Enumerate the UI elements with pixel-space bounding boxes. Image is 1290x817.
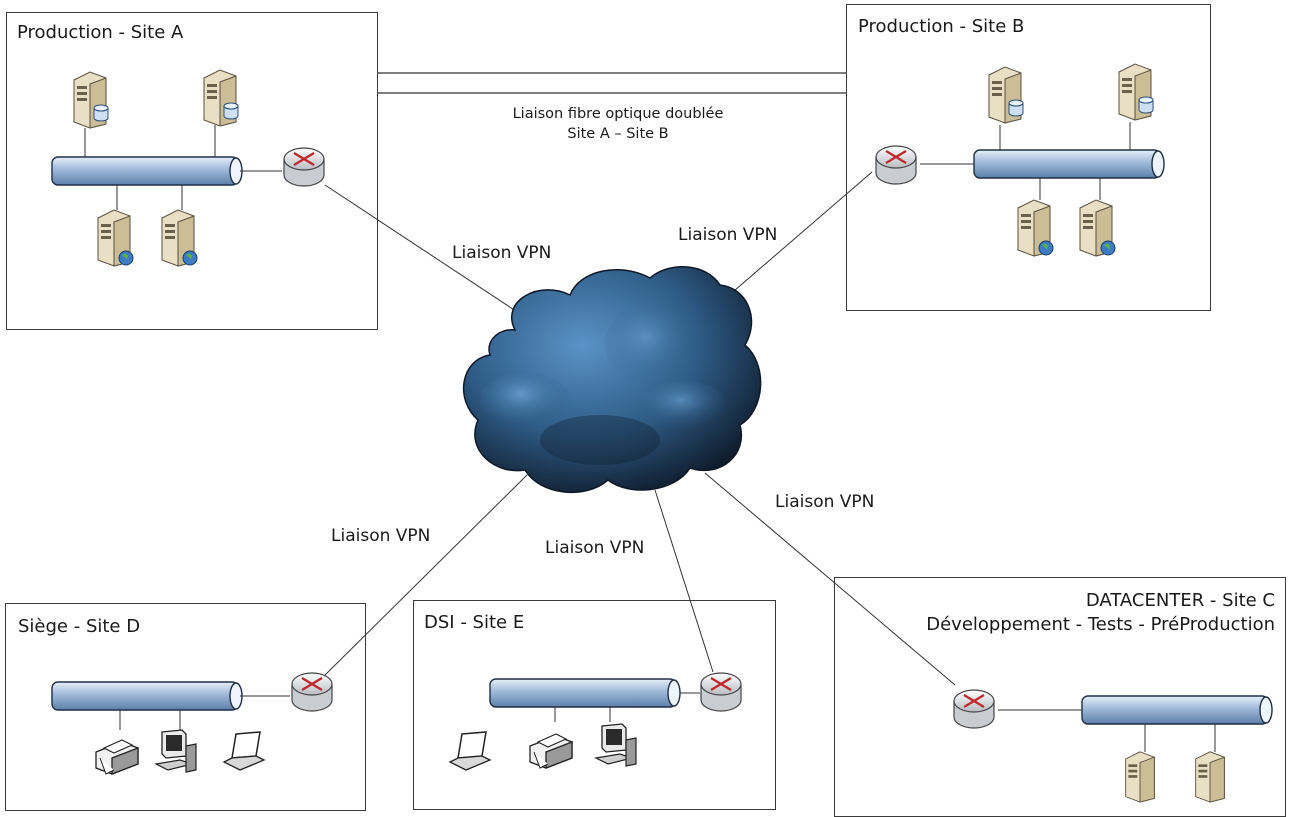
server-icon	[1125, 751, 1155, 803]
router-icon	[283, 147, 325, 187]
cloud-icon	[462, 266, 762, 493]
router-icon	[700, 672, 742, 712]
network-bus-icon	[51, 156, 243, 186]
site-c-title-line1: DATACENTER - Site C	[1085, 590, 1275, 611]
workstation-icon	[594, 723, 637, 767]
network-bus-icon	[1081, 695, 1273, 725]
vpn-label-d: Liaison VPN	[331, 526, 431, 546]
workstation-icon	[154, 729, 197, 773]
network-bus-icon	[973, 149, 1165, 179]
fiber-link-label-line2: Site A – Site B	[567, 126, 669, 142]
fiber-link-label-line1: Liaison fibre optique doublée	[512, 106, 724, 122]
router-icon	[953, 689, 995, 729]
database-server-icon	[1118, 63, 1154, 121]
printer-icon	[529, 733, 573, 769]
server-icon	[1195, 751, 1225, 803]
vpn-link-c	[704, 472, 956, 686]
vpn-label-a: Liaison VPN	[452, 243, 552, 263]
router-icon	[875, 145, 917, 185]
web-server-icon	[97, 209, 134, 267]
network-bus-icon	[489, 678, 681, 708]
vpn-link-e	[654, 489, 714, 673]
site-e-title: DSI - Site E	[424, 612, 525, 633]
database-server-icon	[988, 66, 1024, 124]
vpn-label-c: Liaison VPN	[775, 492, 875, 512]
site-b-title: Production - Site B	[858, 16, 1025, 37]
web-server-icon	[1017, 199, 1054, 257]
vpn-link-a	[324, 184, 538, 326]
database-server-icon	[73, 71, 109, 129]
fiber-link-label: Liaison fibre optique doublée Site A – S…	[488, 104, 748, 144]
vpn-link-d	[319, 474, 528, 681]
laptop-icon	[448, 731, 492, 771]
web-server-icon	[161, 209, 198, 267]
laptop-icon	[222, 731, 266, 771]
site-a-title: Production - Site A	[17, 22, 184, 43]
vpn-link-b	[726, 171, 873, 298]
site-c-title-line2: Développement - Tests - PréProduction	[926, 614, 1275, 635]
vpn-label-b: Liaison VPN	[678, 225, 778, 245]
site-d-title: Siège - Site D	[18, 616, 141, 637]
vpn-label-e: Liaison VPN	[545, 538, 645, 558]
database-server-icon	[203, 69, 239, 127]
web-server-icon	[1079, 199, 1116, 257]
printer-icon	[95, 739, 139, 775]
router-icon	[291, 672, 333, 712]
